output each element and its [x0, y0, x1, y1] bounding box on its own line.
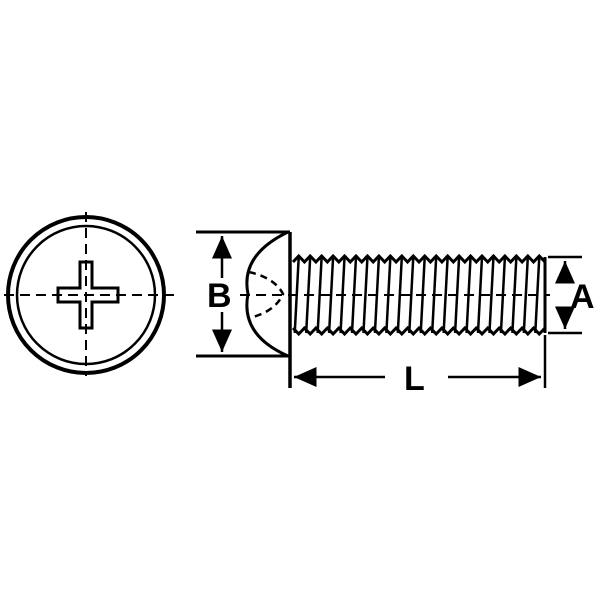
thread-line — [362, 256, 369, 334]
thread-line — [327, 256, 335, 334]
thread-line — [488, 256, 495, 334]
label-b: B — [207, 277, 232, 315]
label-l: L — [404, 360, 425, 398]
thread-body — [291, 253, 547, 337]
side-view — [196, 230, 582, 388]
thread-line — [396, 256, 404, 334]
thread-line — [316, 256, 323, 334]
thread-line — [442, 256, 449, 334]
label-a: A — [570, 278, 595, 316]
recess-dashed — [248, 270, 285, 320]
thread-crest-top — [291, 253, 547, 265]
thread-root-bottom — [291, 325, 547, 337]
thread-line — [522, 256, 530, 334]
thread-line — [408, 256, 415, 334]
top-view — [4, 212, 176, 376]
